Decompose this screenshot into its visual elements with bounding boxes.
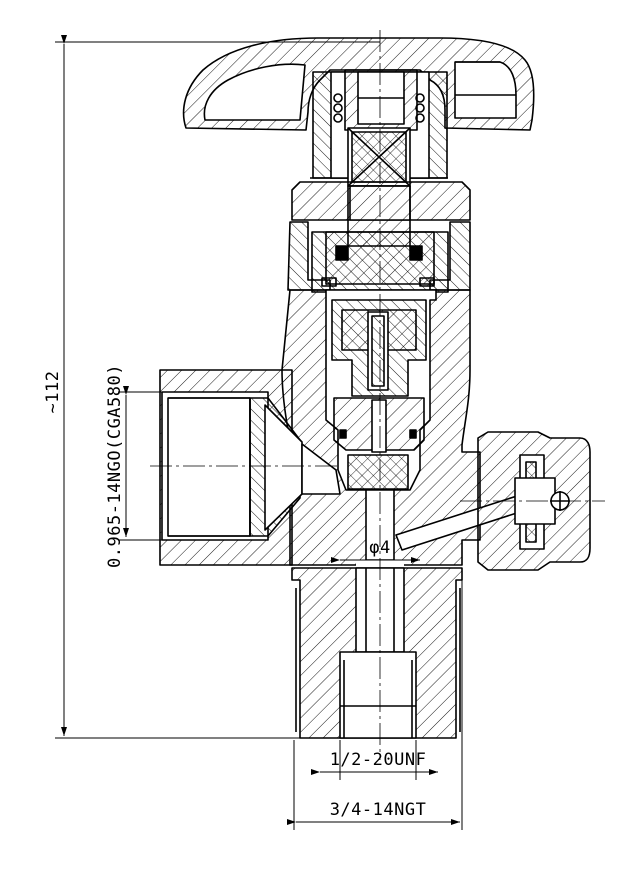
handwheel-hub — [312, 69, 448, 187]
inlet-thread-outer-label: 3/4-14NGT — [330, 800, 427, 820]
center-lines — [150, 30, 605, 760]
inlet-shank — [291, 567, 463, 739]
bore-diameter-label: φ4 — [369, 538, 390, 558]
overall-height-label: ~112 — [43, 371, 63, 414]
dimension-lines — [55, 35, 463, 830]
inlet-thread-inner-label: 1/2-20UNF — [330, 750, 427, 770]
side-port-thread-label: 0.965-14NGO(CGA580) — [105, 364, 125, 568]
valve-disc — [331, 299, 427, 453]
